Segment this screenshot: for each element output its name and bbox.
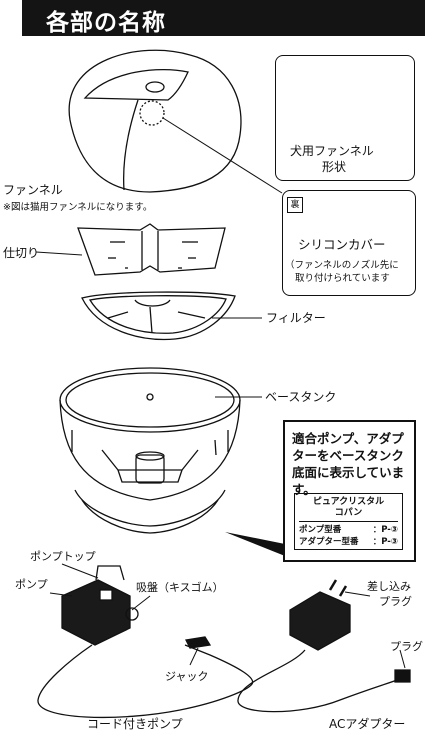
model-label-title-2: コパン [334,508,363,518]
dog-funnel-label-2: 形状 [322,160,347,174]
jack-label: ジャック [165,670,209,683]
funnel-note: ※図は猫用ファンネルになります。 [3,202,153,213]
filter-illustration [81,291,236,341]
ac-adapter-label: ACアダプター [329,717,406,731]
pump-label: ポンプ [15,578,48,591]
model-label-title-1: ピュアクリスタル [312,497,385,507]
base-tank-illustration [59,367,241,534]
corded-pump-label: コード付きポンプ [87,717,183,731]
suction-cup-label: 吸盤（キスゴム） [136,581,224,594]
base-tank-label: ベースタンク [265,390,337,404]
divider-illustration [77,223,226,276]
model-label-title: ピュアクリスタル コパン [295,497,402,519]
pump-model-row: ポンプ型番 ：P-③ [299,525,398,536]
adapter-model-value: ：P-③ [372,537,398,547]
adapter-model-row: アダプター型番 ：P-③ [299,537,398,548]
compatibility-note-box: 適合ポンプ、アダプターをベースタンク底面に表示しています。 ピュアクリスタル コ… [283,420,416,562]
silicone-cover-note-1: （ファンネルのノズル先に [285,260,399,271]
dog-funnel-box: 犬用ファンネル 形状 [275,55,415,181]
pump-top-label: ポンプトップ [30,550,96,563]
funnel-illustration [68,49,242,193]
dog-funnel-label-1: 犬用ファンネル [290,144,374,158]
silicone-cover-title: シリコンカバー [298,237,386,252]
plug-insert-label-2: プラグ [379,595,412,608]
filter-label: フィルター [266,311,326,325]
divider-label: 仕切り [3,246,40,260]
pump-model-value: ：P-③ [372,525,398,535]
page-title: 各部の名称 [46,10,166,36]
silicone-cover-box: シリコンカバー （ファンネルのノズル先に 取り付けられています [282,190,416,296]
adapter-model-label: アダプター型番 [299,537,359,547]
model-label-sample: ピュアクリスタル コパン ポンプ型番 ：P-③ アダプター型番 ：P-③ [294,493,403,550]
funnel-label: ファンネル [3,183,63,197]
header-bar: 各部の名称 [22,0,425,36]
silicone-cover-note-2: 取り付けられています [295,273,390,284]
pump-illustration [37,565,254,719]
compatibility-note-text: 適合ポンプ、アダプターをベースタンク底面に表示しています。 [292,431,405,497]
ac-adapter-illustration [237,579,411,713]
plug-label: プラグ [390,640,423,653]
pump-model-label: ポンプ型番 [299,525,342,535]
plug-insert-label-1: 差し込み [367,580,411,593]
model-label-divider [299,521,398,522]
back-tag: 裏 [287,197,303,213]
